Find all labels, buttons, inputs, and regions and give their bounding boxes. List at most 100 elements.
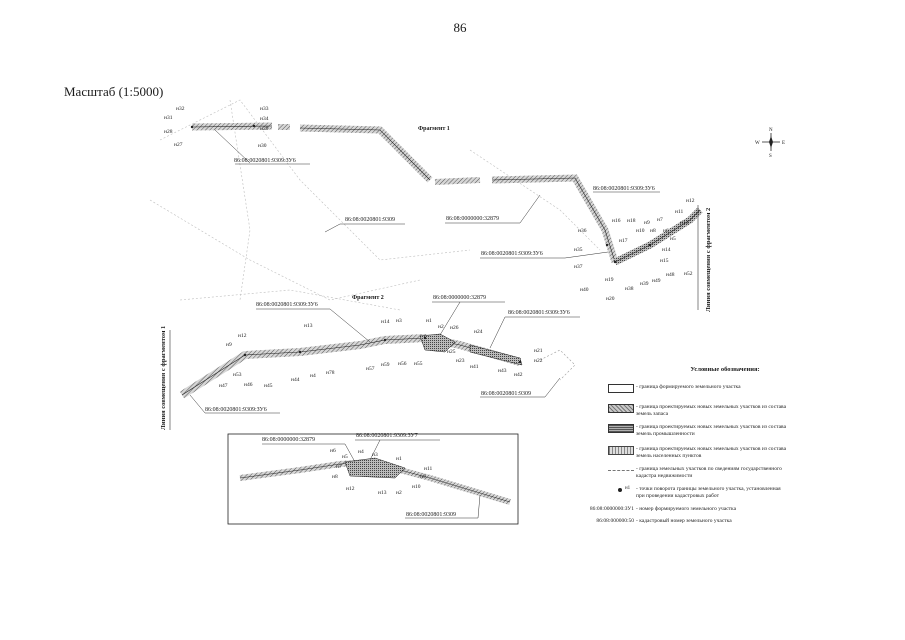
point-label: н28: [164, 129, 173, 135]
legend-text: - граница проектируемых новых земельных …: [636, 446, 787, 459]
point-label: н47: [219, 383, 228, 389]
legend-item: - граница проектируемых новых земельных …: [570, 446, 790, 470]
point-label: н11: [675, 209, 683, 215]
cadastral-number: 86:08:0020801:9309: [345, 217, 395, 223]
callout-line: [369, 439, 381, 461]
cadastral-number: 86:08:0020801:9309:ЗУ6: [256, 302, 318, 308]
compass-e: E: [782, 141, 785, 146]
gkn-boundary-line: [179, 289, 401, 311]
fragment-2: Фрагмент 2 86:08:0020801:9309:ЗУ6 86:08:…: [160, 295, 580, 430]
cadastral-number: 86:08:0020801:9309:ЗУ6: [234, 158, 296, 164]
point-label: н30: [258, 143, 267, 149]
corridor-edge: [299, 127, 431, 181]
cadastral-number: 86:08:0000000:32879: [446, 216, 499, 222]
point-label: н2: [438, 324, 444, 330]
legend-code: 86:08:0000000:ЗУ1: [589, 506, 634, 512]
point-label: н12: [686, 198, 695, 204]
cadastral-number: 86:08:0000000:32879: [433, 295, 486, 301]
point-label: н23: [456, 358, 465, 364]
callout-line: [544, 377, 561, 398]
point-label: н6: [663, 228, 669, 234]
point-label: н15: [660, 258, 669, 264]
cadastral-number: 86:08:0020801:9309:ЗУ6: [508, 310, 570, 316]
point-label: н26: [450, 325, 459, 331]
legend-item: - граница проектируемых новых земельных …: [570, 404, 790, 428]
point-label: н42: [514, 372, 523, 378]
callout-line: [519, 194, 541, 224]
legend-item: - граница земельных участков по сведения…: [570, 466, 790, 490]
cadastral-number: 86:08:0020801:9309: [481, 391, 531, 397]
point-label: н34: [260, 116, 269, 122]
compass-w: W: [755, 141, 760, 146]
point-label: н43: [498, 368, 507, 374]
cadastral-number: 86:08:0020801:9309:ЗУ6: [593, 186, 655, 192]
point-label: н10: [636, 228, 645, 234]
point-label: н27: [174, 142, 183, 148]
point-label: н1: [396, 456, 402, 462]
point-label: н41: [470, 364, 479, 370]
cadastral-number: 86:08:0020801:9309: [406, 512, 456, 518]
point-label: н18: [627, 218, 636, 224]
point-label: н9: [226, 342, 232, 348]
fragment-1: Фрагмент 1 86:08:0020801:9309:ЗУ6 86:08:…: [164, 106, 712, 312]
point-label: н6: [330, 448, 336, 454]
point-label: н33: [260, 106, 269, 112]
callout-line: [189, 394, 206, 414]
corridor-edge: [491, 177, 616, 263]
corridor-edge: [191, 125, 273, 128]
fragment-1-title: Фрагмент 1: [418, 126, 450, 132]
legend-text: - номер формируемого земельного участка: [636, 506, 737, 512]
legend-point-label: н1: [625, 486, 631, 491]
point-label: н24: [474, 329, 483, 335]
point-label: н14: [662, 247, 671, 253]
legend-text: - граница проектируемых новых земельных …: [636, 404, 787, 417]
point-label: н9: [644, 220, 650, 226]
legend-item: 86:08:000000:50 - кадастровый номер земе…: [570, 518, 790, 542]
point-label: н53: [233, 372, 242, 378]
turn-point: [518, 360, 522, 364]
alignment-label-fragment-1: Линия совмещения с фрагментом 1: [160, 326, 167, 430]
compass-rose: N S W E: [755, 128, 785, 159]
turn-point: [383, 338, 387, 342]
point-label: н44: [291, 377, 300, 383]
point-label: н13: [304, 323, 313, 329]
background-parcels: [149, 99, 601, 311]
turn-point: [298, 350, 302, 354]
point-label: н5: [670, 236, 676, 242]
settlement-area: [419, 333, 456, 353]
point-label: н12: [346, 486, 355, 492]
inset-map: 86:08:0000000:32879 86:08:0020801:9309:З…: [227, 433, 519, 525]
point-label: н16: [612, 218, 621, 224]
point-label: н49: [652, 278, 661, 284]
point-label: н2: [396, 490, 402, 496]
point-label: н40: [580, 287, 589, 293]
legend-title: Условные обозначения:: [690, 366, 760, 373]
legend-item: 86:08:0000000:ЗУ1 - номер формируемого з…: [570, 506, 790, 530]
point-label: н12: [238, 333, 247, 339]
point-label: н29: [260, 126, 269, 132]
legend-text: - граница проектируемых новых земельных …: [636, 424, 787, 437]
point-label: н36: [578, 228, 587, 234]
point-label: н7: [657, 217, 663, 223]
inset-parcel: [344, 457, 406, 479]
point-label: н39: [640, 281, 649, 287]
corridor-edge: [614, 209, 701, 263]
scale-label: Масштаб (1:5000): [64, 84, 164, 99]
point-label: н10: [412, 484, 421, 490]
turn-point: [243, 353, 247, 357]
cadastral-number: 86:08:0020801:9309:ЗУ6: [205, 407, 267, 413]
callout-line: [489, 316, 506, 349]
point-label: н52: [684, 271, 693, 277]
point-label: н55: [414, 361, 423, 367]
legend-text: - точки поворота границы земельного учас…: [636, 486, 781, 499]
callout-line: [324, 223, 341, 233]
point-label: н4: [310, 373, 316, 379]
turn-point: [648, 243, 652, 247]
point-label: н13: [680, 220, 689, 226]
point-label: н45: [264, 383, 273, 389]
fragment-1-right-points: н36 н35 н37 н40 н20 н19 н38 н39 н16 н17 …: [574, 198, 695, 302]
point-label: н5: [342, 454, 348, 460]
point-label: н9: [420, 474, 426, 480]
legend-item: н1 - точки поворота границы земельного у…: [570, 486, 790, 510]
legend-item: - граница проектируемых новых земельных …: [570, 424, 790, 448]
